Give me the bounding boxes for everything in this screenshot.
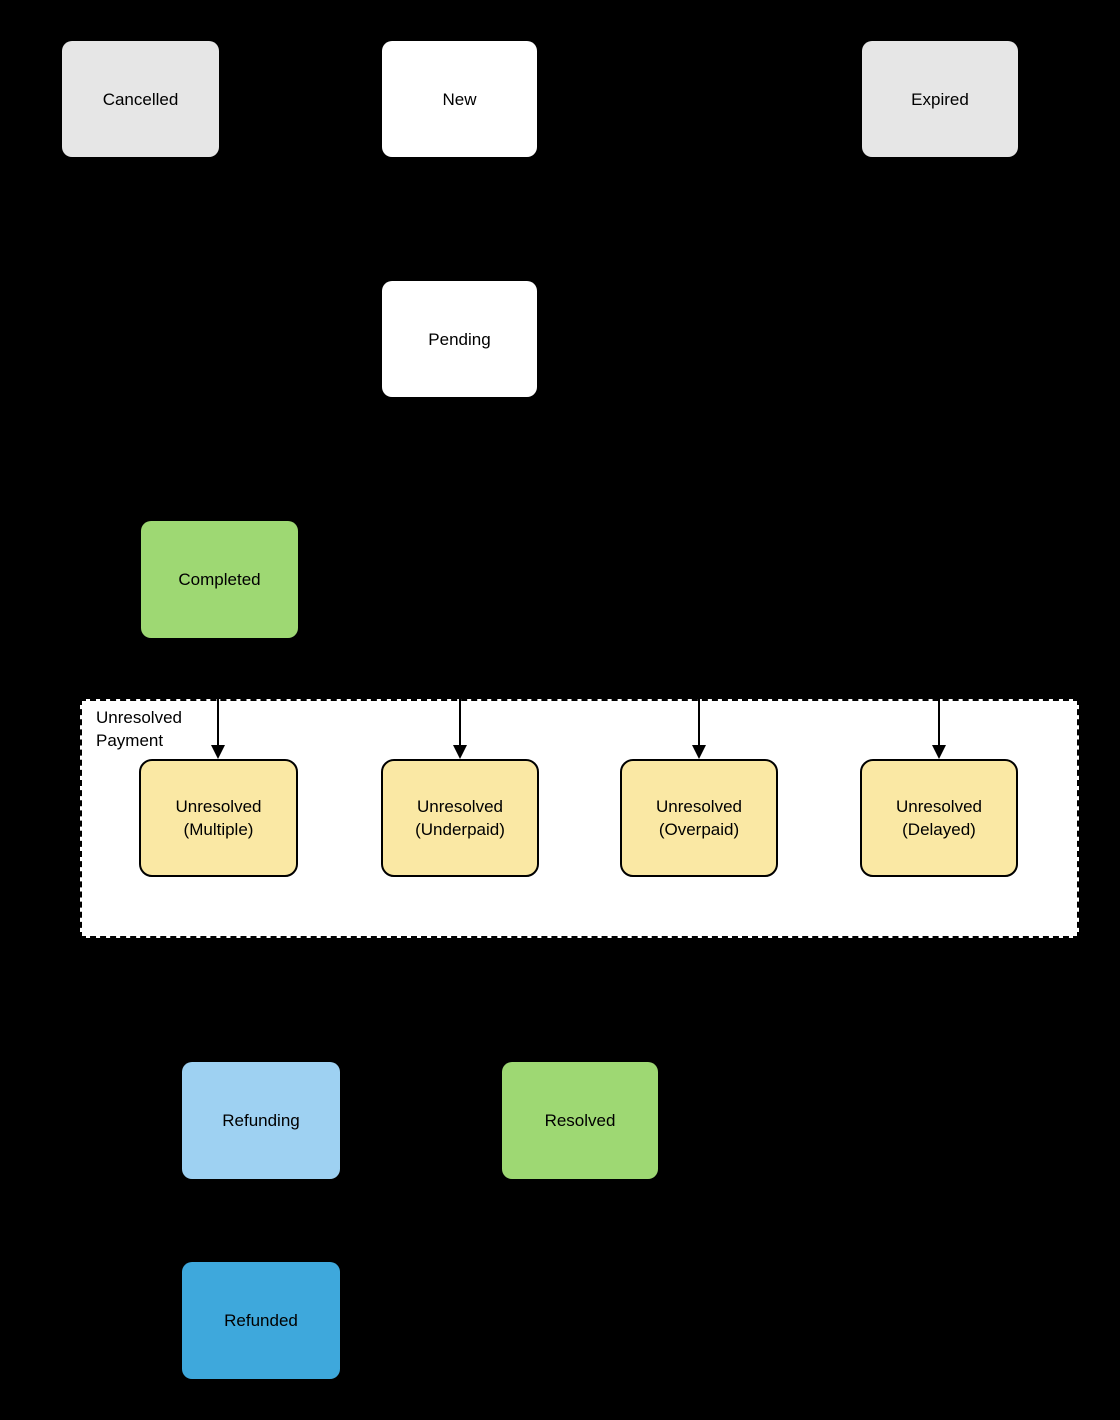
node-unresolved-delayed-label: Unresolved (Delayed) <box>896 797 982 839</box>
node-cancelled-label: Cancelled <box>102 89 179 109</box>
node-refunded: Refunded <box>182 1262 340 1379</box>
arrow-line <box>938 699 940 747</box>
arrow-to-unresolved-underpaid <box>453 699 467 759</box>
arrow-line <box>217 699 219 747</box>
node-unresolved-overpaid: Unresolved (Overpaid) <box>620 759 778 877</box>
arrowhead-down-icon <box>211 745 225 759</box>
arrow-line <box>698 699 700 747</box>
node-expired: Expired <box>862 41 1018 157</box>
arrowhead-down-icon <box>453 745 467 759</box>
node-refunding: Refunding <box>182 1062 340 1179</box>
arrow-line <box>459 699 461 747</box>
node-pending-label: Pending <box>428 329 491 349</box>
arrow-to-unresolved-overpaid <box>692 699 706 759</box>
arrow-to-unresolved-multiple <box>211 699 225 759</box>
node-expired-label: Expired <box>911 89 969 109</box>
node-pending: Pending <box>382 281 537 397</box>
arrowhead-down-icon <box>692 745 706 759</box>
node-unresolved-multiple: Unresolved (Multiple) <box>139 759 298 877</box>
node-unresolved-underpaid: Unresolved (Underpaid) <box>381 759 539 877</box>
unresolved-payment-group-label: Unresolved Payment <box>96 708 182 750</box>
node-refunding-label: Refunding <box>222 1111 300 1130</box>
node-unresolved-overpaid-label: Unresolved (Overpaid) <box>656 797 742 839</box>
node-unresolved-underpaid-label: Unresolved (Underpaid) <box>415 797 505 839</box>
node-new: New <box>382 41 537 157</box>
node-resolved: Resolved <box>502 1062 658 1179</box>
arrowhead-down-icon <box>932 745 946 759</box>
node-refunded-label: Refunded <box>224 1311 298 1330</box>
node-unresolved-multiple-label: Unresolved (Multiple) <box>175 797 262 839</box>
node-unresolved-delayed: Unresolved (Delayed) <box>860 759 1018 877</box>
node-completed: Completed <box>141 521 298 638</box>
node-resolved-label: Resolved <box>544 1111 616 1130</box>
node-cancelled: Cancelled <box>62 41 219 157</box>
arrow-to-unresolved-delayed <box>932 699 946 759</box>
node-new-label: New <box>442 89 477 109</box>
node-completed-label: Completed <box>178 570 261 589</box>
